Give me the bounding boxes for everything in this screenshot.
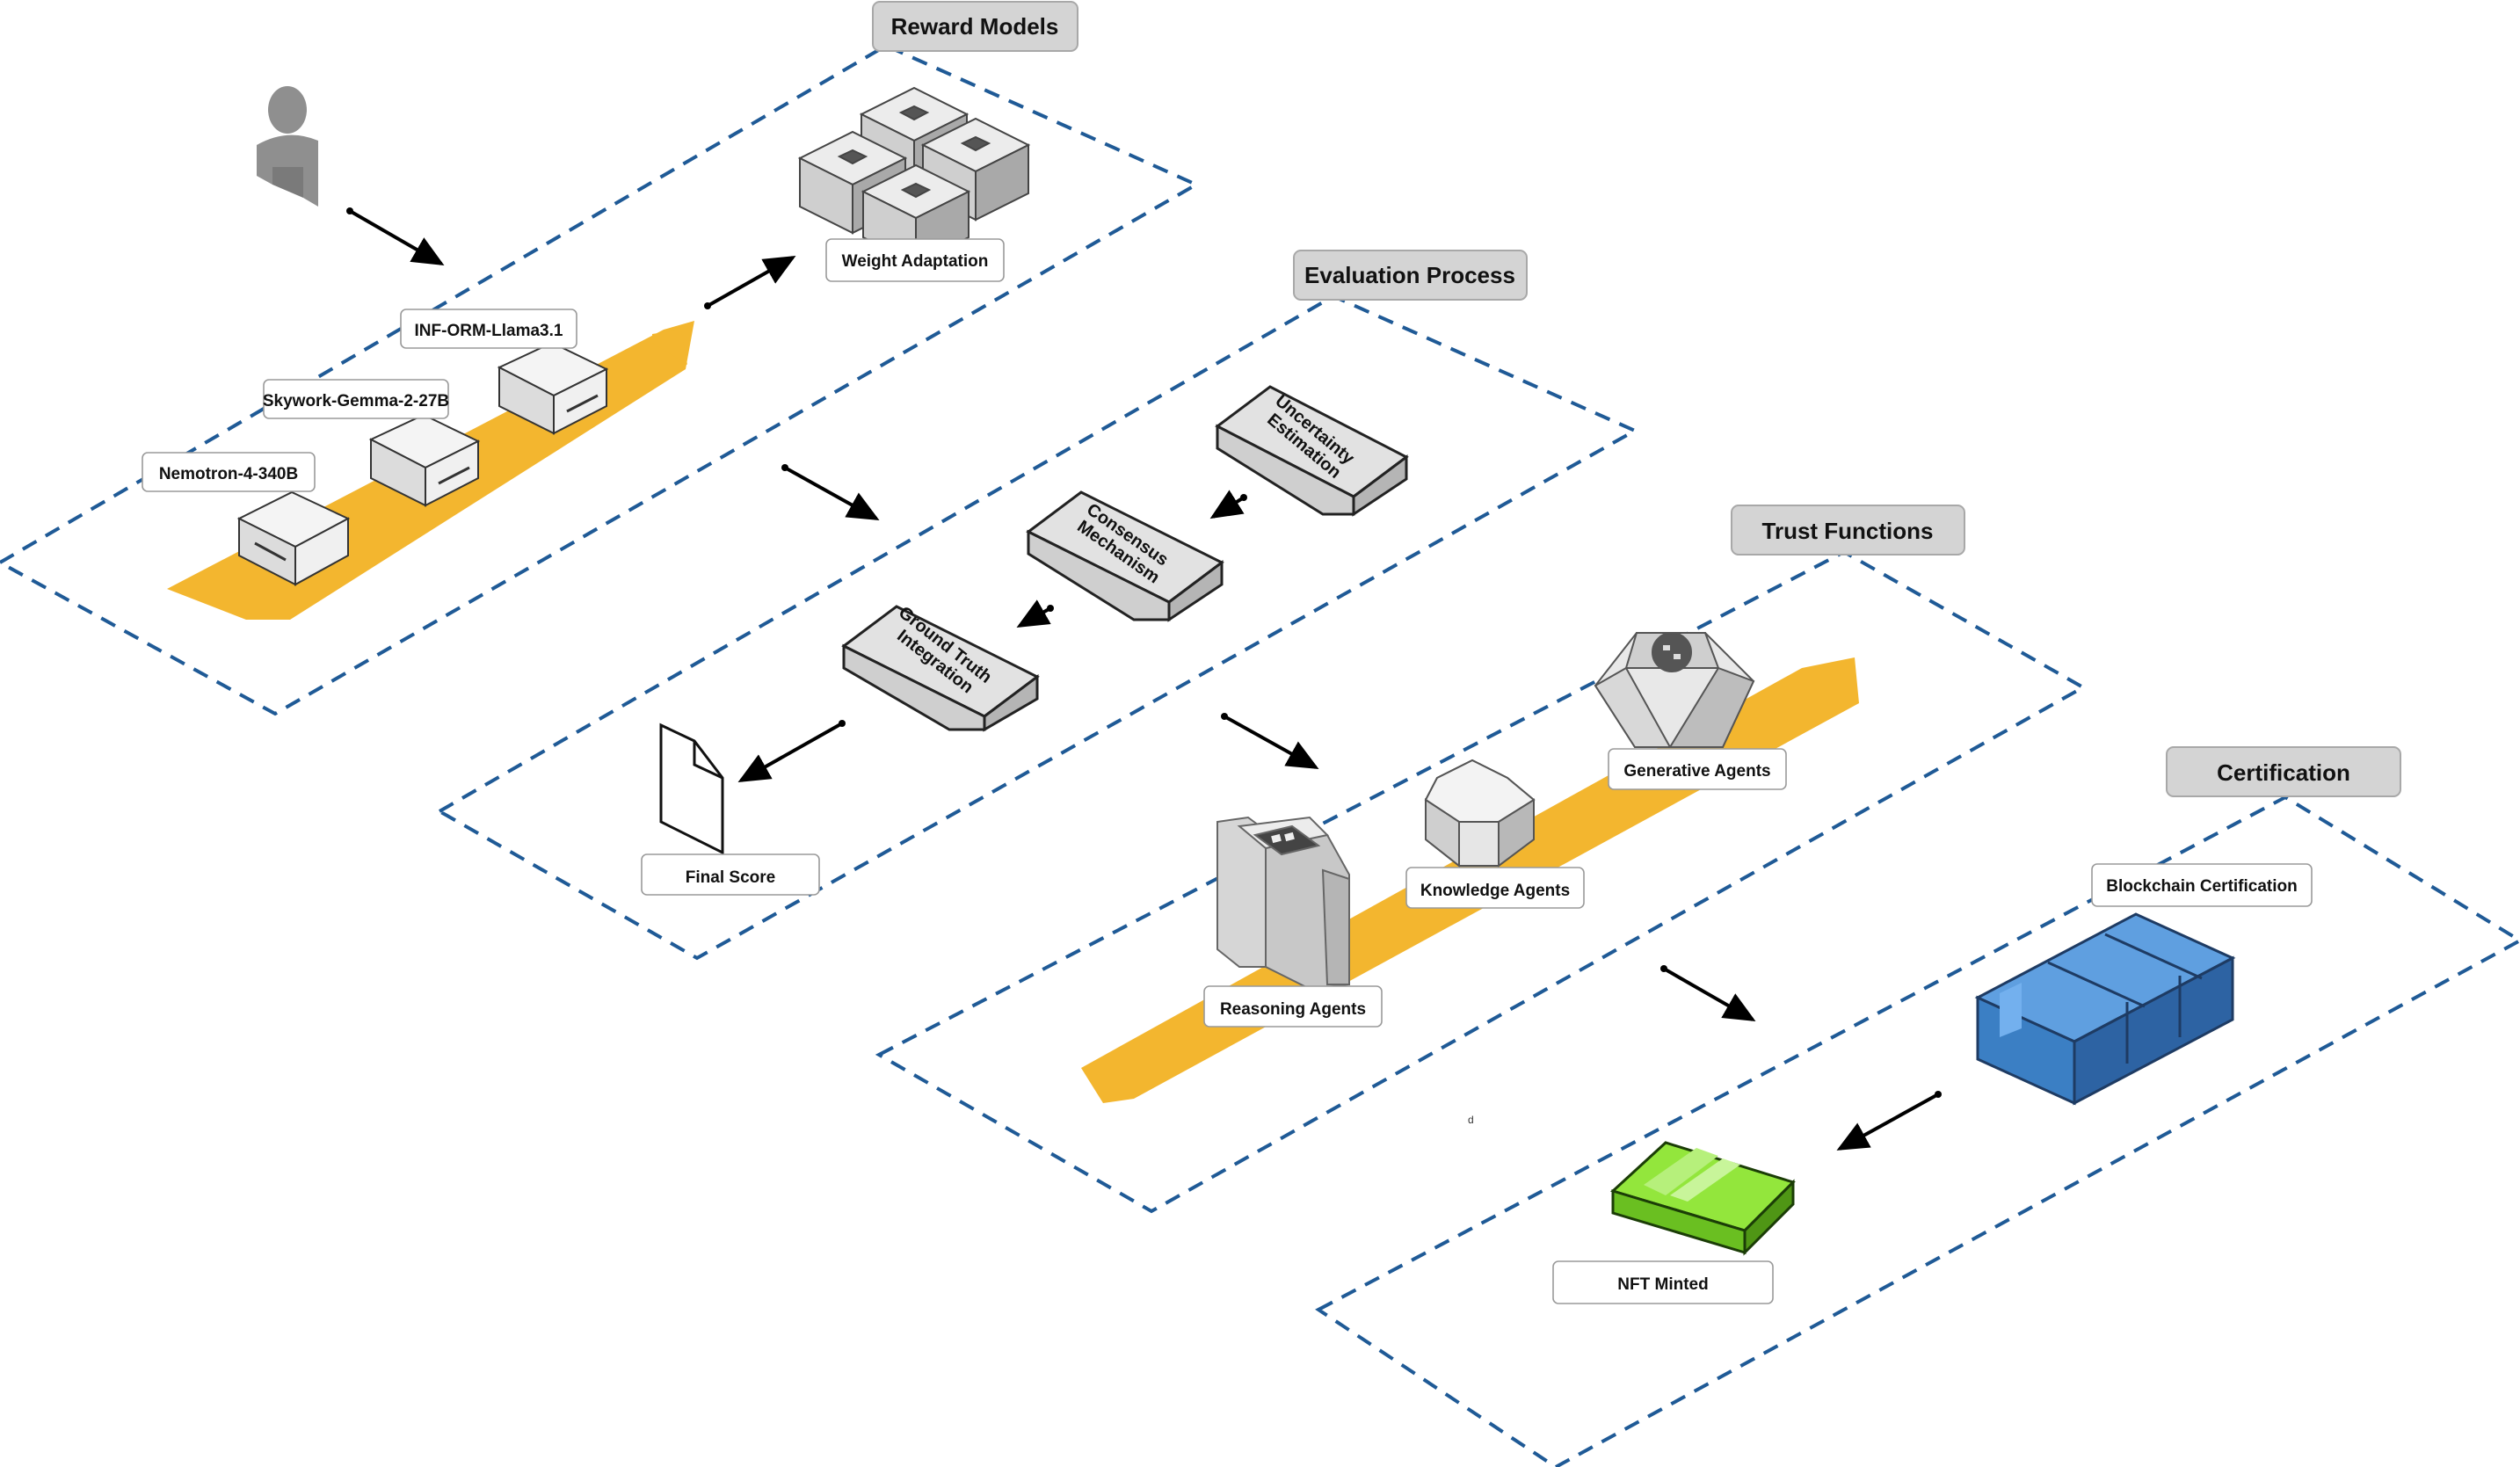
server-cluster-icon (797, 86, 1031, 265)
svg-text:Blockchain Certification: Blockchain Certification (2106, 877, 2298, 896)
arrow-models-to-cluster (707, 256, 796, 308)
svg-text:Skywork-Gemma-2-27B: Skywork-Gemma-2-27B (263, 392, 449, 410)
zone-certification (1315, 795, 2520, 1467)
nft-minted-label: NFT Minted (1552, 1260, 1774, 1304)
svg-text:INF-ORM-Llama3.1: INF-ORM-Llama3.1 (415, 322, 563, 340)
generative-agents-icon (1594, 632, 1755, 748)
weight-adaptation-label: Weight Adaptation (825, 238, 1005, 282)
arrow-groundtruth-to-score (737, 722, 843, 782)
stray-text: d (1468, 1114, 1474, 1126)
svg-text:Weight Adaptation: Weight Adaptation (842, 252, 989, 271)
header-trust-functions: Trust Functions (1731, 505, 1965, 556)
header-certification: Certification (2166, 746, 2401, 797)
arrow-eval-to-trust (1224, 715, 1319, 769)
svg-text:Generative Agents: Generative Agents (1623, 762, 1770, 781)
consensus-mechanism-block: Consensus Mechanism (1026, 490, 1224, 622)
header-reward-models: Reward Models (872, 1, 1078, 52)
ground-truth-integration-block: Ground Truth Integration (841, 603, 1040, 732)
model-box-inf-orm (497, 341, 609, 435)
header-evaluation-process: Evaluation Process (1293, 250, 1528, 301)
header-reward-models-text: Reward Models (891, 13, 1059, 40)
arrow-user-to-models (349, 209, 445, 265)
user-icon (257, 86, 318, 207)
header-trust-functions-text: Trust Functions (1762, 518, 1934, 544)
reasoning-agents-label: Reasoning Agents (1203, 985, 1383, 1028)
header-evaluation-process-text: Evaluation Process (1304, 262, 1515, 288)
svg-text:NFT Minted: NFT Minted (1617, 1275, 1708, 1294)
zone-trust-functions (875, 549, 2088, 1214)
generative-agents-label: Generative Agents (1608, 748, 1787, 790)
blockchain-icon (1974, 912, 2236, 1106)
arrow-blockchain-to-nft (1836, 1093, 1939, 1151)
blockchain-certification-label: Blockchain Certification (2091, 863, 2313, 907)
nft-block-icon (1610, 1141, 1796, 1256)
knowledge-agents-label: Knowledge Agents (1405, 867, 1585, 909)
model-label-nemotron: Nemotron-4-340B (142, 452, 316, 492)
arrow-uncertainty-to-consensus (1209, 490, 1245, 519)
zone-reward-models (0, 43, 1201, 716)
document-icon (659, 723, 724, 855)
model-box-nemotron (236, 490, 351, 586)
model-label-inf-orm: INF-ORM-Llama3.1 (400, 309, 577, 349)
header-certification-text: Certification (2217, 759, 2350, 786)
svg-text:Knowledge Agents: Knowledge Agents (1420, 882, 1570, 900)
svg-text:Reasoning Agents: Reasoning Agents (1220, 1000, 1366, 1019)
zone-evaluation-process (435, 294, 1639, 961)
arrow-reward-to-eval (784, 466, 880, 520)
final-score-label: Final Score (641, 853, 820, 896)
flow-arrows (346, 207, 1942, 1151)
arrow-consensus-to-groundtruth (1016, 599, 1051, 628)
knowledge-agents-icon (1424, 759, 1536, 868)
model-label-skywork: Skywork-Gemma-2-27B (263, 379, 449, 419)
svg-text:Final Score: Final Score (686, 868, 775, 887)
model-box-skywork (368, 413, 481, 507)
reasoning-agents-icon (1216, 816, 1350, 991)
arrow-trust-to-cert (1663, 967, 1756, 1021)
svg-text:Nemotron-4-340B: Nemotron-4-340B (159, 465, 298, 483)
